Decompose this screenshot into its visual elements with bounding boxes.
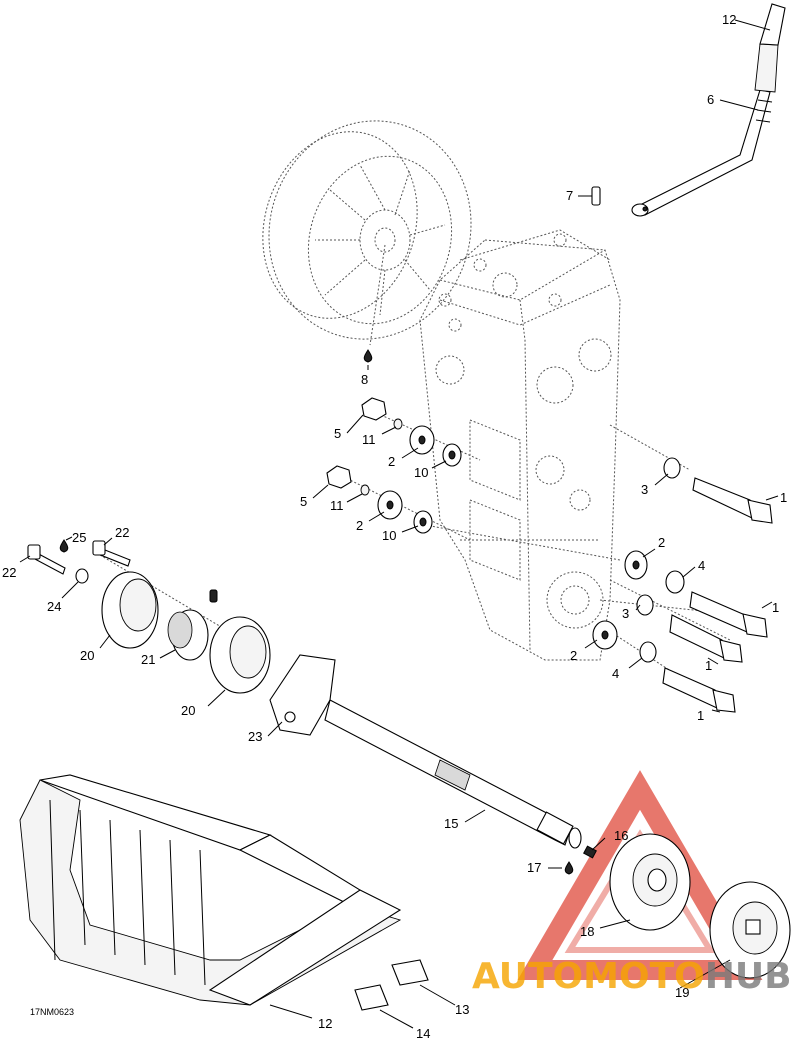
drive-shaft-assembly <box>269 654 597 859</box>
callout-leaders <box>19 19 779 1029</box>
bearing-housing-assembly <box>27 540 271 694</box>
callout-20b: 20 <box>181 703 195 718</box>
bolt-washer-set-right <box>592 457 773 713</box>
callout-16: 16 <box>614 828 628 843</box>
callout-2: 2 <box>388 454 395 469</box>
lubricant-drop-icons <box>59 349 574 875</box>
callout-18: 18 <box>580 924 594 939</box>
oil-drop-icon <box>363 349 373 363</box>
shift-lever-assembly <box>631 3 786 217</box>
drive-sprockets <box>609 833 791 979</box>
callout-20: 20 <box>80 648 94 663</box>
callout-numbers: 12 6 7 8 5 11 2 10 3 1 5 11 2 10 2 4 3 1… <box>2 12 787 1041</box>
oil-drop-icon <box>564 861 574 875</box>
callout-5b: 5 <box>300 494 307 509</box>
callout-5: 5 <box>334 426 341 441</box>
callout-11: 11 <box>362 432 376 447</box>
nut-washer-set-upper <box>361 397 462 467</box>
callout-1c: 1 <box>705 658 712 673</box>
callout-1d: 1 <box>697 708 704 723</box>
callout-17: 17 <box>527 860 541 875</box>
callout-24: 24 <box>47 599 61 614</box>
callout-21: 21 <box>141 652 155 667</box>
track-clips <box>354 959 429 1011</box>
callout-3: 3 <box>641 482 648 497</box>
callout-4: 4 <box>698 558 705 573</box>
watermark-moto: MOTO <box>583 956 705 997</box>
callout-14: 14 <box>416 1026 430 1041</box>
gearbox-housing-outline <box>419 229 621 661</box>
figure-reference: 17NM0623 <box>30 1007 74 1017</box>
watermark-hub: HUB <box>705 956 792 997</box>
watermark-auto: AUTO <box>472 956 583 997</box>
callout-22: 22 <box>115 525 129 540</box>
callout-8: 12 <box>722 12 736 27</box>
svg-text:AUTOMOTOHUB: AUTOMOTOHUB <box>472 956 792 997</box>
track-belt <box>19 774 402 1006</box>
watermark-wordmark: AUTOMOTOHUB <box>472 956 792 997</box>
callout-22b: 22 <box>2 565 16 580</box>
drive-pulley-outline <box>262 120 472 340</box>
callout-10b: 10 <box>382 528 396 543</box>
callout-12: 12 <box>318 1016 332 1031</box>
nut-washer-set-lower <box>326 465 433 534</box>
callout-11b: 11 <box>330 498 344 513</box>
pin-part-7 <box>591 186 601 206</box>
callout-4b: 4 <box>612 666 619 681</box>
callout-3b: 3 <box>622 606 629 621</box>
callout-1b: 1 <box>772 600 779 615</box>
callout-7: 7 <box>566 188 573 203</box>
callout-6: 6 <box>707 92 714 107</box>
callout-9: 8 <box>361 372 368 387</box>
callout-19: 19 <box>675 985 689 1000</box>
callout-2c: 2 <box>658 535 665 550</box>
callout-1: 1 <box>780 490 787 505</box>
callout-2b: 2 <box>356 518 363 533</box>
callout-13: 13 <box>455 1002 469 1017</box>
callout-10: 10 <box>414 465 428 480</box>
callout-2d: 2 <box>570 648 577 663</box>
callout-15: 15 <box>444 816 458 831</box>
callout-25: 25 <box>72 530 86 545</box>
oil-drop-icon <box>59 539 69 553</box>
callout-23: 23 <box>248 729 262 744</box>
watermark-triangle <box>517 770 763 980</box>
